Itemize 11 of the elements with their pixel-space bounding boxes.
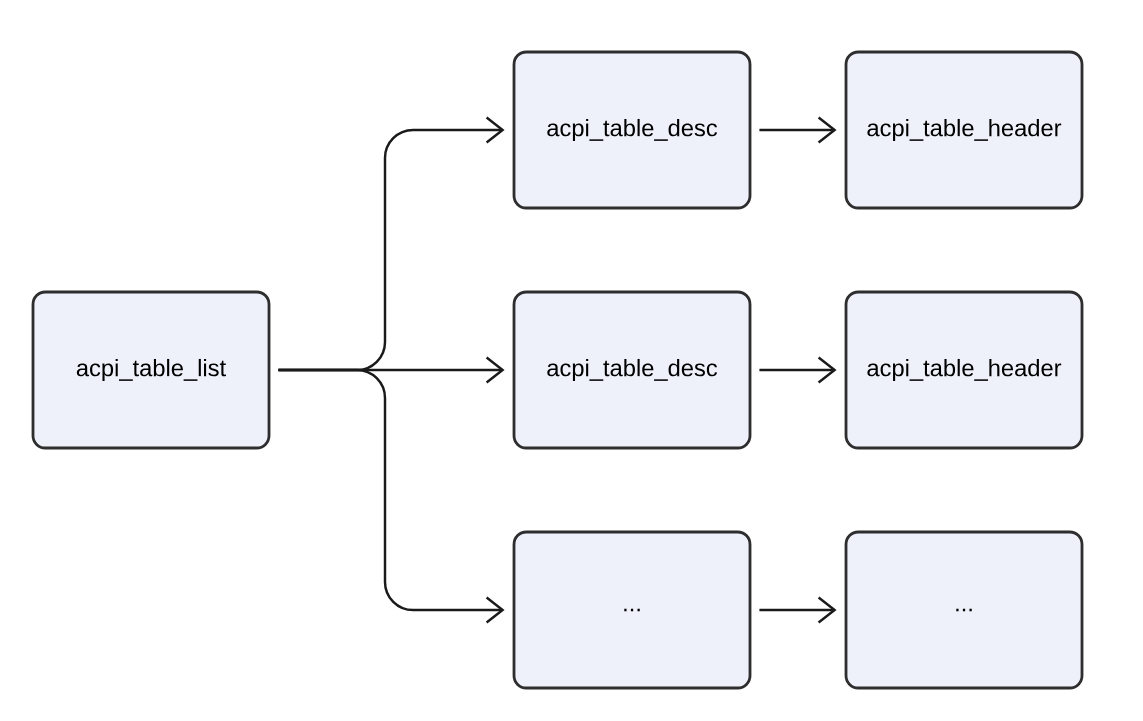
process-box: acpi_table_list bbox=[31, 290, 271, 450]
process-box: acpi_table_desc bbox=[512, 50, 752, 210]
arrow bbox=[759, 116, 837, 144]
arrow bbox=[278, 368, 505, 624]
process-box: ... bbox=[512, 530, 752, 690]
arrow bbox=[759, 596, 837, 624]
arrow bbox=[759, 356, 837, 384]
process-box: ... bbox=[844, 530, 1084, 690]
process-box: acpi_table_header bbox=[844, 290, 1084, 450]
process-box: acpi_table_desc bbox=[512, 290, 752, 450]
process-box: acpi_table_header bbox=[844, 50, 1084, 210]
